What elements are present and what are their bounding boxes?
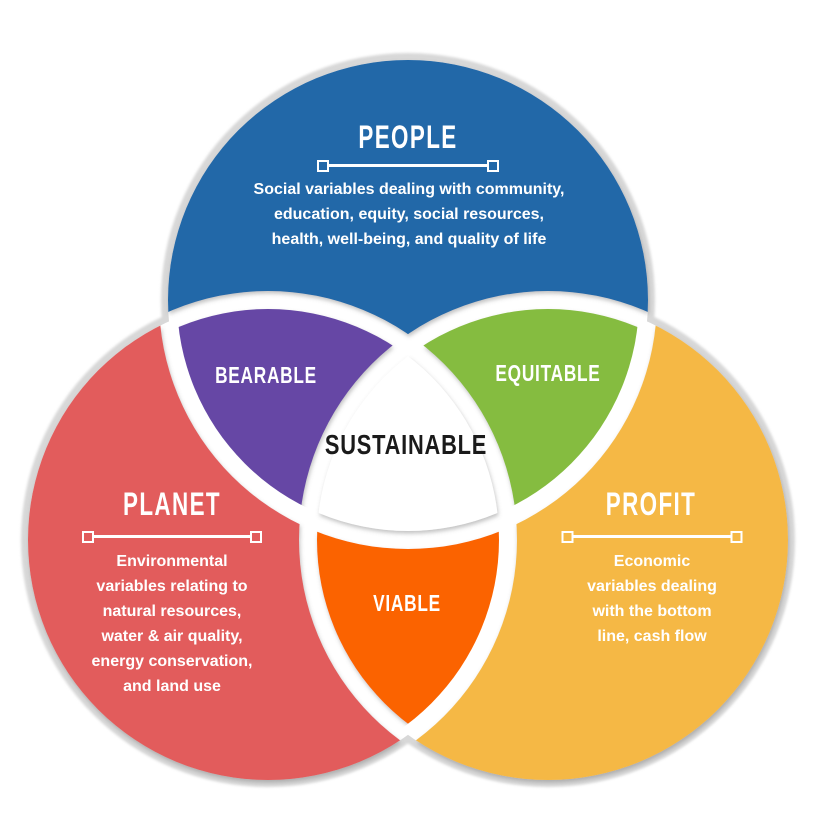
people-title-rule: [317, 159, 499, 172]
planet-title-rule: [82, 530, 262, 543]
profit-title-rule: [561, 530, 743, 543]
sustainable-label: SUSTAINABLE: [324, 429, 488, 460]
rule-line: [573, 535, 731, 538]
rule-line: [329, 164, 487, 167]
planet-title-text: PLANET: [123, 486, 221, 522]
description-line: with the bottom: [592, 603, 712, 620]
people-title-text: PEOPLE: [358, 119, 458, 155]
description-line: natural resources,: [102, 603, 242, 620]
profit-title: PROFIT: [586, 488, 715, 520]
description-line: Environmental: [116, 553, 228, 570]
bearable-label: BEARABLE: [215, 362, 317, 388]
planet-description: Environmental variables relating to natu…: [92, 549, 253, 699]
description-line: Economic: [613, 553, 691, 570]
description-line: variables relating to: [96, 578, 248, 595]
people-description: Social variables dealing with community,…: [254, 177, 565, 252]
rule-endcap-square-icon: [250, 530, 262, 543]
description-line: education, equity, social resources,: [273, 206, 544, 223]
sustainable-region: [317, 309, 499, 531]
description-line: variables dealing: [587, 578, 717, 595]
rule-endcap-square-icon: [730, 530, 743, 543]
rule-line: [94, 535, 250, 538]
people-title: PEOPLE: [337, 121, 479, 153]
equitable-label: EQUITABLE: [495, 360, 601, 386]
viable-label: VIABLE: [373, 590, 441, 616]
rule-endcap-square-icon: [487, 159, 499, 172]
description-line: and land use: [123, 678, 221, 695]
description-line: health, well-being, and quality of life: [271, 231, 547, 248]
profit-title-text: PROFIT: [605, 486, 697, 522]
description-line: Social variables dealing with community,: [253, 181, 565, 198]
description-line: line, cash flow: [597, 628, 707, 645]
rule-endcap-square-icon: [317, 159, 329, 172]
description-line: energy conservation,: [91, 653, 253, 670]
description-line: water & air quality,: [101, 628, 243, 645]
rule-endcap-square-icon: [561, 530, 574, 543]
profit-description: Economic variables dealing with the bott…: [587, 549, 717, 649]
rule-endcap-square-icon: [82, 530, 94, 543]
planet-title: PLANET: [102, 488, 242, 520]
